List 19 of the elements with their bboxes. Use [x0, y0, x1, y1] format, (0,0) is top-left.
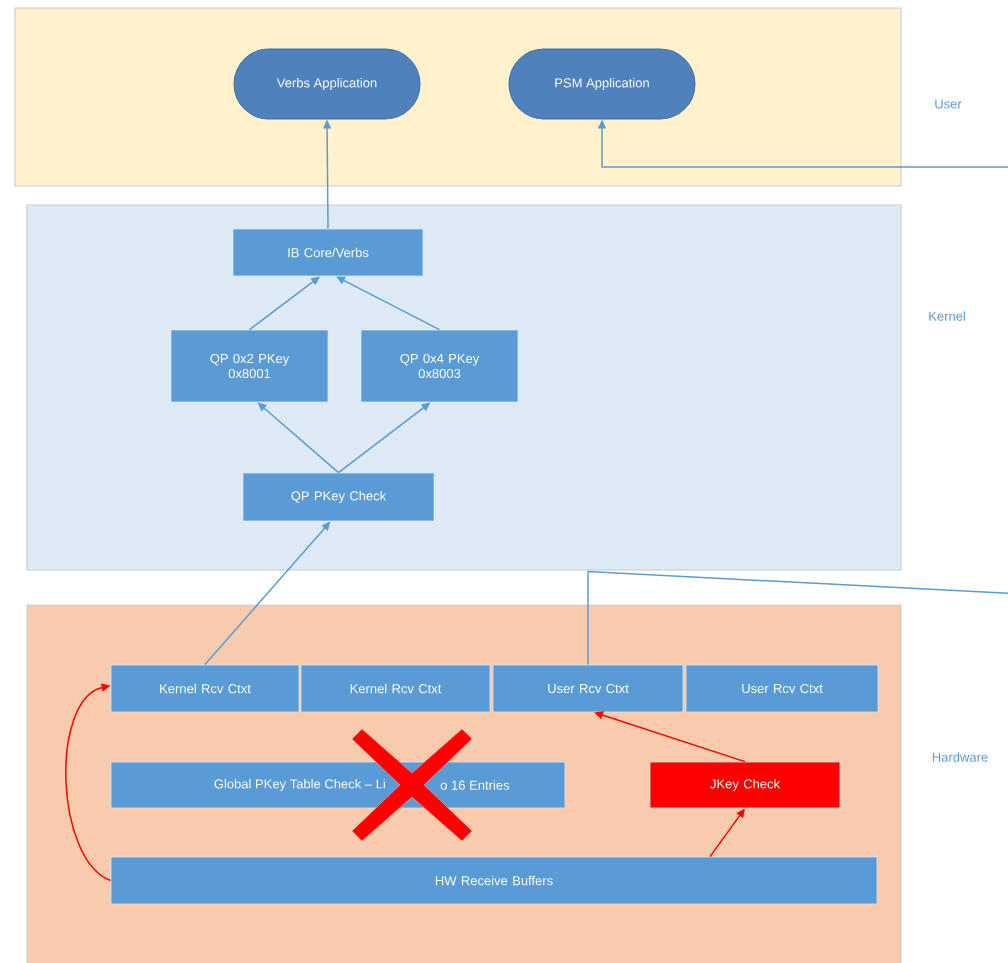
- process-box: Global PKey Table Check – Li o 16 Entries: [110, 761, 566, 809]
- process-box: IB Core/Verbs: [232, 228, 424, 277]
- process-box: QP 0x4 PKey 0x8003: [360, 329, 519, 403]
- process-box: HW Receive Buffers: [110, 856, 878, 905]
- application-pill: Verbs Application: [233, 48, 421, 120]
- layer-label: Hardware: [932, 752, 988, 762]
- process-box: Kernel Rcv Ctxt: [110, 664, 300, 713]
- application-pill: PSM Application: [508, 48, 696, 120]
- layer-label: User: [935, 99, 962, 109]
- process-box: QP PKey Check: [242, 472, 435, 522]
- process-box: Kernel Rcv Ctxt: [300, 664, 491, 713]
- arrow: [248, 276, 320, 331]
- process-box: QP 0x2 PKey 0x8001: [170, 329, 329, 403]
- arrow: [336, 276, 441, 331]
- process-box: User Rcv Ctxt: [685, 664, 879, 713]
- layer-label: Kernel: [929, 311, 965, 321]
- process-box: JKey Check: [649, 761, 841, 809]
- arrow: [65, 683, 112, 882]
- process-box: User Rcv Ctxt: [492, 664, 684, 713]
